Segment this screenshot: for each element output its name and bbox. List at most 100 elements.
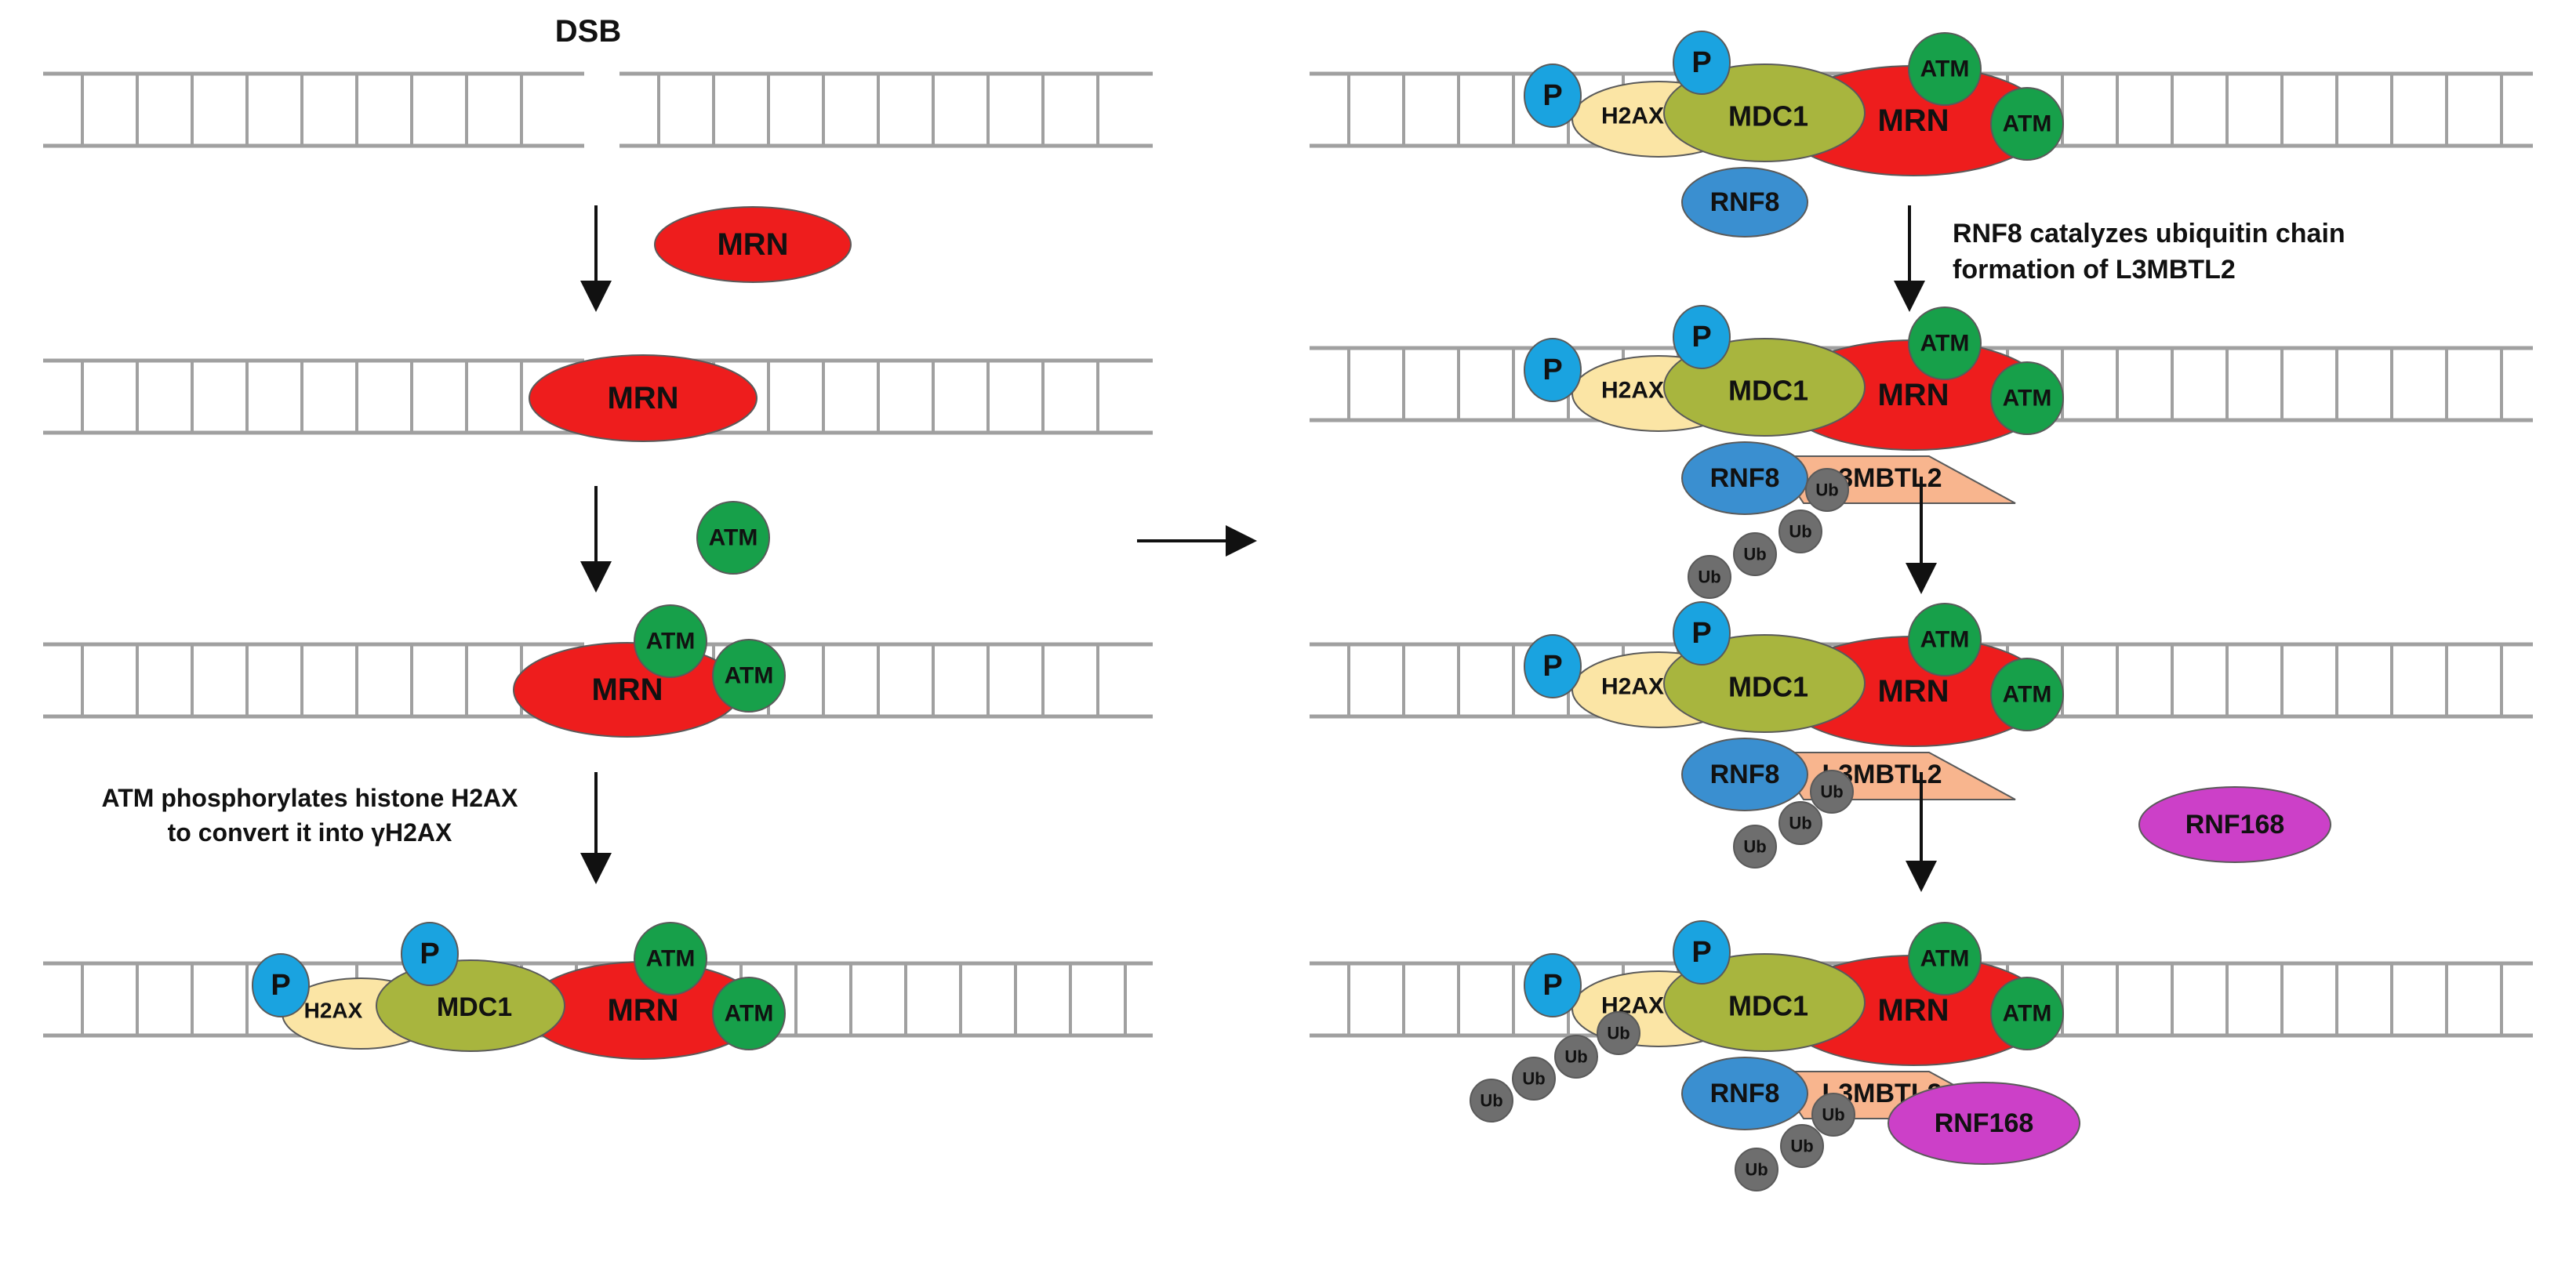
ubiquitin-label: Ub (1789, 814, 1811, 833)
ubiquitin-label: Ub (1822, 1105, 1844, 1125)
mrn-label: MRN (607, 993, 678, 1028)
mrn-label: MRN (1877, 674, 1949, 709)
atm-label: ATM (1920, 946, 1970, 972)
atm-label: ATM (1920, 627, 1970, 653)
phosphate-label: P (1691, 46, 1711, 79)
mrn-complex (654, 206, 852, 283)
atm-label: ATM (1920, 331, 1970, 357)
ubiquitin (1778, 801, 1822, 845)
rnf168-ligase (2138, 786, 2331, 863)
atm-label: ATM (2003, 682, 2052, 708)
rnf168-ligase (1887, 1082, 2080, 1165)
ubiquitin-label: Ub (1745, 1160, 1768, 1180)
mrn-label: MRN (591, 673, 663, 707)
atm-label: ATM (725, 663, 774, 689)
phosphate-label: P (420, 938, 439, 970)
rnf8-ligase (1681, 1057, 1808, 1130)
rnf8-label: RNF8 (1710, 1079, 1780, 1108)
atm-label: ATM (1920, 56, 1970, 82)
atm-kinase (1908, 32, 1982, 106)
atm-kinase (1990, 361, 2064, 435)
ubiquitin-label: Ub (1790, 1137, 1813, 1156)
ubiquitin-label: Ub (1522, 1069, 1545, 1089)
caption-rnf8-line1: RNF8 catalyzes ubiquitin chain (1953, 219, 2345, 248)
dna-strand-left-b (43, 358, 584, 435)
mrn-label: MRN (717, 227, 788, 262)
mdc1-label: MDC1 (1728, 990, 1808, 1022)
atm-label: ATM (646, 946, 696, 972)
rnf8-ligase (1681, 167, 1808, 238)
ubiquitin-label: Ub (1789, 522, 1811, 542)
mrn-complex (529, 354, 758, 442)
ubiquitin (1733, 825, 1777, 869)
caption-rnf8-line2: formation of L3MBTL2 (1953, 255, 2236, 285)
phosphate-marker (1673, 31, 1731, 95)
dna-strand-right-a (619, 71, 1153, 148)
atm-kinase (1908, 603, 1982, 676)
atm-label: ATM (725, 1001, 774, 1027)
h2ax-label: H2AX (1601, 674, 1664, 700)
phosphate-marker (252, 953, 310, 1017)
ubiquitin (1780, 1124, 1824, 1168)
ubiquitin (1554, 1035, 1598, 1079)
rnf8-ligase (1681, 738, 1808, 811)
phosphate-marker (1673, 305, 1731, 369)
atm-kinase (1908, 306, 1982, 380)
atm-label: ATM (2003, 1001, 2052, 1027)
dsb-label: DSB (555, 14, 621, 49)
dna-strand-left-a (43, 71, 584, 148)
mdc1-label: MDC1 (1728, 100, 1808, 132)
atm-kinase (634, 922, 707, 996)
mrn-label: MRN (1877, 993, 1949, 1028)
ubiquitin-label: Ub (1743, 545, 1766, 564)
ubiquitin (1735, 1148, 1778, 1191)
ubiquitin-label: Ub (1815, 481, 1838, 500)
phosphate-label: P (271, 969, 290, 1002)
phosphate-marker (1673, 601, 1731, 666)
ubiquitin (1778, 510, 1822, 553)
atm-kinase (1908, 922, 1982, 996)
mdc1-label: MDC1 (1728, 375, 1808, 407)
atm-kinase (1990, 977, 2064, 1050)
phosphate-marker (1524, 63, 1582, 128)
atm-label: ATM (2003, 386, 2052, 412)
phosphate-marker (1673, 920, 1731, 985)
dna-strand-left-c (43, 642, 584, 719)
atm-label: ATM (2003, 111, 2052, 137)
ubiquitin (1805, 468, 1849, 512)
phosphate-label: P (1542, 969, 1562, 1002)
ubiquitin-label: Ub (1564, 1047, 1587, 1067)
phosphate-marker (401, 922, 459, 986)
mrn-label: MRN (1877, 103, 1949, 138)
mdc1-label: MDC1 (437, 992, 512, 1022)
mrn-label: MRN (607, 381, 678, 415)
phosphate-label: P (1542, 354, 1562, 386)
atm-kinase (1990, 87, 2064, 161)
atm-kinase (712, 639, 786, 713)
ubiquitin (1597, 1011, 1640, 1055)
caption-atm-phosphorylates-line1: ATM phosphorylates histone H2AX (101, 784, 518, 812)
atm-kinase (1990, 658, 2064, 731)
ubiquitin (1688, 555, 1731, 599)
phosphate-label: P (1542, 79, 1562, 112)
rnf168-label: RNF168 (1935, 1108, 2034, 1138)
h2ax-label: H2AX (1601, 378, 1664, 404)
ubiquitin-label: Ub (1743, 837, 1766, 857)
rnf8-label: RNF8 (1710, 187, 1780, 217)
rnf168-label: RNF168 (2185, 810, 2285, 840)
phosphate-marker (1524, 338, 1582, 402)
phosphate-label: P (1691, 936, 1711, 969)
ubiquitin (1470, 1079, 1513, 1122)
rnf8-label: RNF8 (1710, 760, 1780, 789)
atm-kinase (696, 501, 770, 575)
phosphate-marker (1524, 634, 1582, 698)
ubiquitin-label: Ub (1820, 782, 1843, 802)
h2ax-label: H2AX (304, 999, 363, 1023)
ubiquitin (1512, 1057, 1556, 1101)
phosphate-label: P (1691, 321, 1711, 354)
atm-label: ATM (646, 629, 696, 655)
rnf8-label: RNF8 (1710, 463, 1780, 493)
ubiquitin-label: Ub (1607, 1024, 1630, 1043)
